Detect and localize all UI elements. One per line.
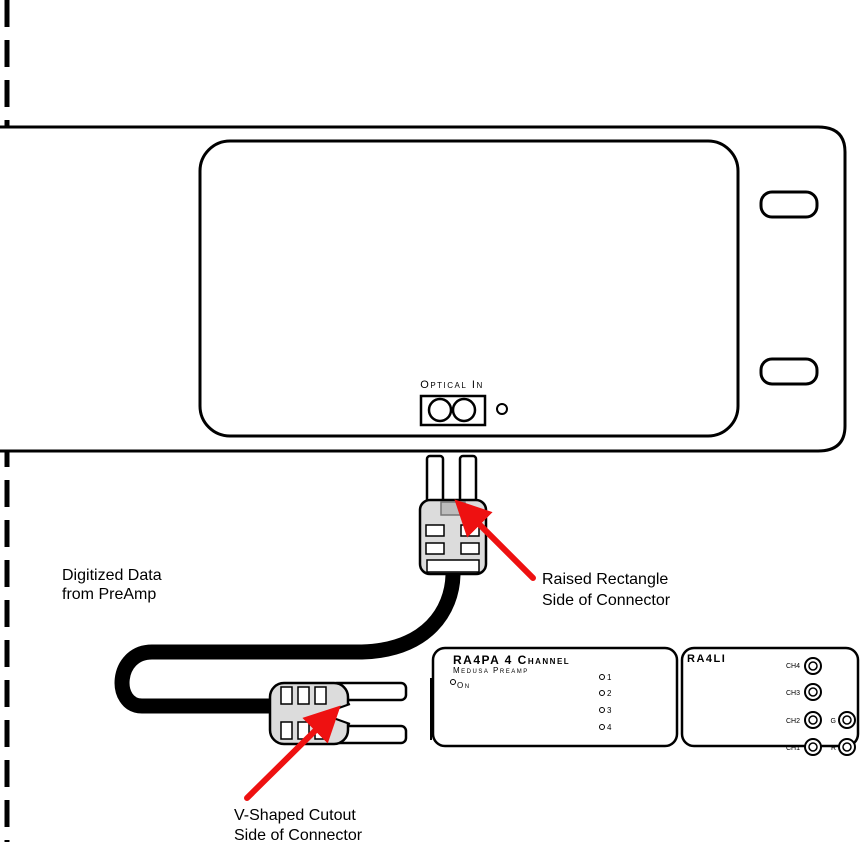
optical-cable bbox=[114, 567, 461, 714]
optical-indicator-led bbox=[496, 403, 508, 415]
channel-label-2: 2 bbox=[607, 689, 612, 698]
ch1-jack[interactable] bbox=[804, 738, 822, 756]
raised-rectangle-label-line1: Raised Rectangle bbox=[542, 571, 668, 588]
channel-label-1: 1 bbox=[607, 673, 612, 682]
channel-led-1 bbox=[599, 674, 605, 680]
digitized-data-label-line2: from PreAmp bbox=[62, 586, 156, 603]
v-cutout-label-line2: Side of Connector bbox=[234, 827, 363, 842]
power-label: On bbox=[457, 681, 471, 690]
ch2-label: CH2 bbox=[786, 718, 800, 725]
raised-rectangle-label-line2: Side of Connector bbox=[542, 592, 671, 609]
g-label: G bbox=[831, 718, 836, 725]
ch4-jack[interactable] bbox=[804, 657, 822, 675]
r-jack[interactable] bbox=[838, 738, 856, 756]
line-input-unit: RA4LI CH4 CH3 CH2 CH1 G R bbox=[680, 646, 860, 756]
connector-raised-side[interactable] bbox=[418, 454, 488, 576]
channel-label-3: 3 bbox=[607, 706, 612, 715]
arrow-v-cutout bbox=[244, 705, 341, 801]
ch3-label: CH3 bbox=[786, 690, 800, 697]
digitized-data-label-line1: Digitized Data bbox=[62, 567, 162, 584]
channel-led-3 bbox=[599, 707, 605, 713]
ch2-jack[interactable] bbox=[804, 711, 822, 729]
optical-in-label: Optical In bbox=[420, 379, 483, 391]
rack-slot-top bbox=[759, 190, 819, 219]
preamp-unit: RA4PA 4 Channel Medusa Preamp On 1 2 3 4 bbox=[430, 646, 679, 748]
r-label: R bbox=[831, 745, 836, 752]
preamp-subtitle: Medusa Preamp bbox=[453, 666, 529, 675]
power-led bbox=[450, 679, 456, 685]
rack-slot-bottom bbox=[759, 357, 819, 386]
ch1-label: CH1 bbox=[786, 745, 800, 752]
preamp-title: RA4PA 4 Channel bbox=[453, 653, 570, 667]
connector-v-cutout-side[interactable] bbox=[268, 681, 408, 746]
v-cutout-label-line1: V-Shaped Cutout bbox=[234, 807, 356, 824]
ch4-label: CH4 bbox=[786, 663, 800, 670]
channel-label-4: 4 bbox=[607, 723, 612, 732]
optical-in-port[interactable] bbox=[419, 394, 487, 427]
arrow-raised-rectangle bbox=[454, 499, 536, 581]
channel-led-4 bbox=[599, 724, 605, 730]
g-jack[interactable] bbox=[838, 711, 856, 729]
channel-led-2 bbox=[599, 690, 605, 696]
rack-unit: Optical In bbox=[0, 125, 847, 453]
rack-panel bbox=[198, 139, 740, 438]
line-input-title: RA4LI bbox=[687, 653, 726, 665]
raised-rectangle bbox=[440, 501, 466, 516]
ch3-jack[interactable] bbox=[804, 683, 822, 701]
